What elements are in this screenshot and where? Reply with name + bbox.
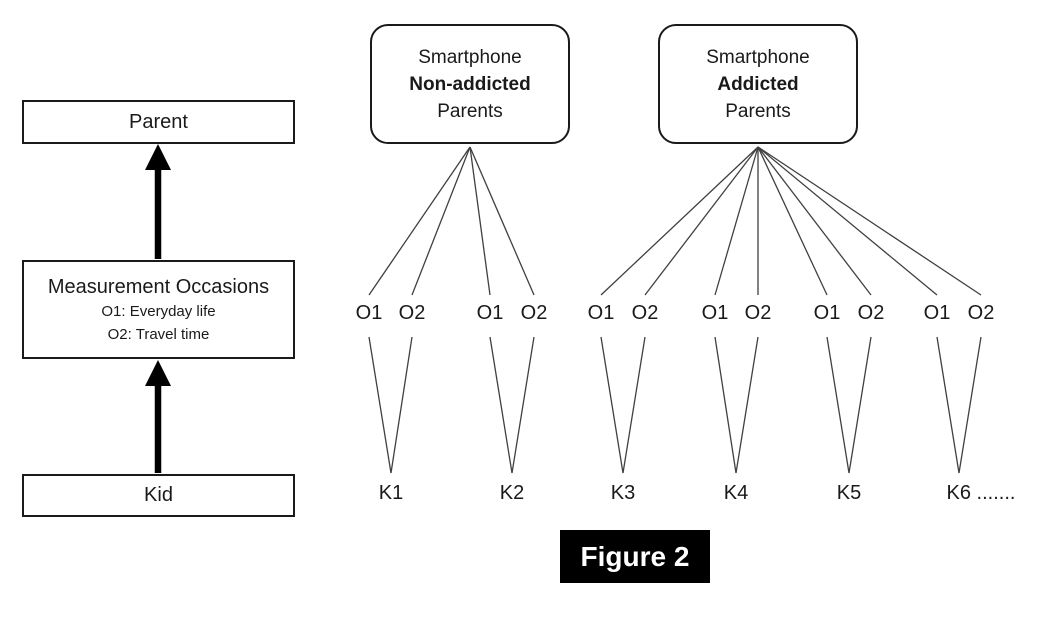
occasion-label: O1 [355, 302, 383, 325]
measurement-box-title: Measurement Occasions [47, 275, 270, 298]
figure-caption-text: Figure 2 [580, 540, 690, 572]
parent-box: Parent [22, 100, 295, 144]
kid-label: K4 [723, 482, 749, 505]
kid-box-label: Kid [144, 484, 173, 506]
occasion-label: O2 [967, 302, 995, 325]
nonaddicted-parents-box: Smartphone Non-addicted Parents [370, 24, 570, 144]
occasion-label: O2 [520, 302, 548, 325]
nonaddicted-line3: Parents [437, 100, 503, 122]
parent-box-label: Parent [129, 110, 188, 133]
kid-label: K1 [378, 482, 404, 505]
figure-caption: Figure 2 [560, 530, 710, 583]
occasion-label: O2 [398, 302, 426, 325]
kid-label: K2 [499, 482, 525, 505]
addicted-parent-occasion-lines [600, 146, 982, 296]
nonaddicted-parent-occasion-lines [368, 146, 535, 296]
addicted-line3: Parents [725, 100, 791, 122]
addicted-line2: Addicted [717, 73, 799, 95]
arrow-measurement-to-parent [145, 144, 171, 259]
addicted-line1: Smartphone [706, 46, 810, 68]
kid-label: K3 [610, 482, 636, 505]
measurement-occasions-box: Measurement Occasions O1: Everyday life … [22, 260, 295, 359]
occasion-kid-lines [368, 336, 982, 474]
measurement-box-occasion2: O2: Travel time [107, 325, 210, 343]
addicted-parents-box: Smartphone Addicted Parents [658, 24, 858, 144]
occasion-label: O2 [744, 302, 772, 325]
nonaddicted-line2: Non-addicted [409, 73, 531, 95]
kid-box: Kid [22, 474, 295, 517]
occasion-label: O1 [813, 302, 841, 325]
occasion-label: O2 [631, 302, 659, 325]
occasion-label: O1 [701, 302, 729, 325]
nonaddicted-line1: Smartphone [418, 46, 522, 68]
arrow-kid-to-measurement [145, 360, 171, 473]
occasion-label: O2 [857, 302, 885, 325]
occasion-label: O1 [587, 302, 615, 325]
measurement-box-occasion1: O1: Everyday life [101, 302, 216, 320]
kid-label: K6 ....... [946, 482, 1016, 505]
occasion-label: O1 [923, 302, 951, 325]
occasion-label: O1 [476, 302, 504, 325]
kid-label: K5 [836, 482, 862, 505]
